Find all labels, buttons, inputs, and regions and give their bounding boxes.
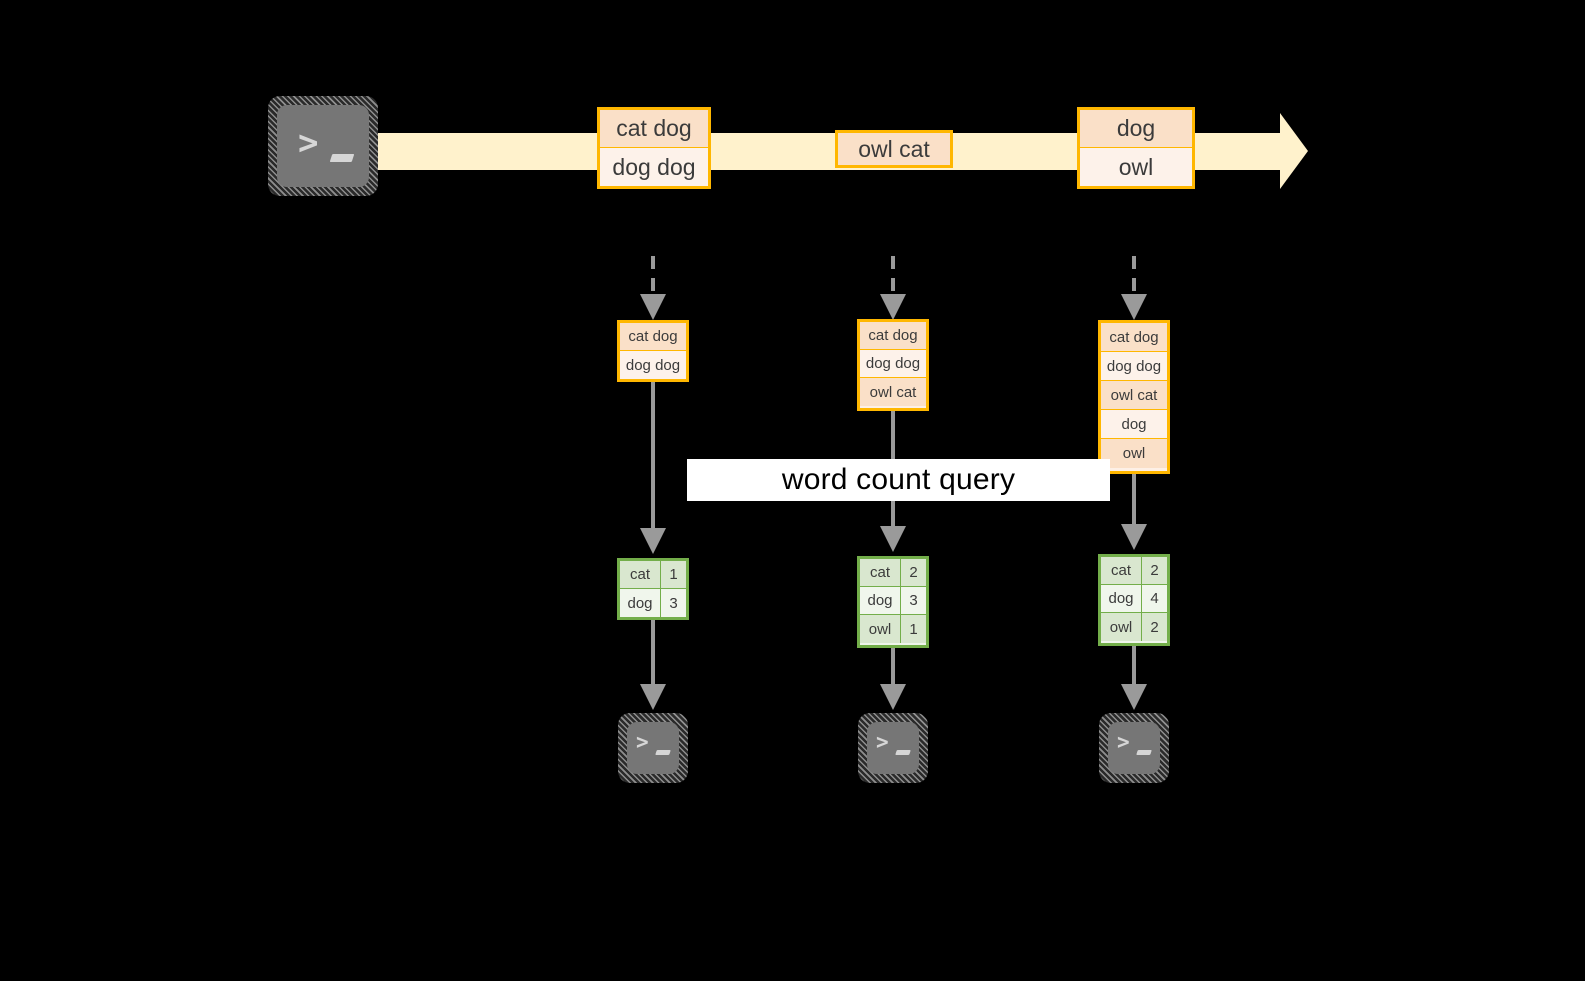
input-record: dog xyxy=(1101,410,1167,439)
input-record: dog dog xyxy=(1101,352,1167,381)
terminal-prompt-glyph: > xyxy=(876,730,889,754)
terminal-prompt-glyph: > xyxy=(1117,730,1130,754)
result-count: 2 xyxy=(909,564,918,581)
terminal-cursor-glyph xyxy=(329,154,355,162)
terminal-face xyxy=(627,722,679,774)
result-count: 1 xyxy=(909,620,918,638)
terminal-prompt-glyph: > xyxy=(636,730,649,754)
terminal-face xyxy=(1108,722,1160,774)
input-record: cat dog xyxy=(620,323,686,351)
result-word: dog xyxy=(620,589,661,617)
snapshot-3-input-arrow-head-icon xyxy=(1121,294,1147,320)
result-row: cat 1 xyxy=(620,561,686,589)
snapshot-1-query-line xyxy=(651,382,655,530)
result-word: dog xyxy=(860,587,901,614)
terminal-face xyxy=(277,105,369,187)
snapshot-1-input-dashed-line xyxy=(651,256,655,298)
snapshot-3-result-table: cat 2 dog 4 owl 2 xyxy=(1098,554,1170,646)
terminal-face xyxy=(867,722,919,774)
snapshot-3-sink-terminal-icon: > xyxy=(1099,713,1169,783)
result-count: 2 xyxy=(1150,618,1159,636)
result-count: 3 xyxy=(669,594,678,612)
snapshot-3-input-dashed-line xyxy=(1132,256,1136,298)
input-record: owl cat xyxy=(860,378,926,406)
input-record: owl xyxy=(1101,439,1167,468)
stream-record: cat dog xyxy=(600,110,708,148)
snapshot-2-sink-line xyxy=(891,648,895,686)
stream-record: owl cat xyxy=(838,133,950,165)
snapshot-3-sink-line xyxy=(1132,646,1136,686)
stream-record-group-2: owl cat xyxy=(835,130,953,168)
result-row: dog 4 xyxy=(1101,585,1167,613)
snapshot-2-input-table: cat dog dog dog owl cat xyxy=(857,319,929,411)
snapshot-2-input-dashed-line xyxy=(891,256,895,298)
result-count: 2 xyxy=(1150,562,1159,579)
snapshot-1-sink-terminal-icon: > xyxy=(618,713,688,783)
result-word: owl xyxy=(1101,613,1142,641)
result-row: dog 3 xyxy=(860,587,926,615)
snapshot-3-sink-arrow-head-icon xyxy=(1121,684,1147,710)
result-count: 3 xyxy=(909,592,918,609)
snapshot-3-query-line xyxy=(1132,474,1136,526)
stream-record-group-1: cat dog dog dog xyxy=(597,107,711,189)
source-terminal-icon: > xyxy=(268,96,378,196)
terminal-cursor-glyph xyxy=(655,750,671,755)
stream-record: dog dog xyxy=(600,148,708,186)
snapshot-3-query-arrow-head-icon xyxy=(1121,524,1147,550)
stream-record: dog xyxy=(1080,110,1192,148)
input-record: dog dog xyxy=(620,351,686,379)
snapshot-2-result-table: cat 2 dog 3 owl 1 xyxy=(857,556,929,648)
snapshot-1-sink-line xyxy=(651,620,655,686)
result-word: cat xyxy=(620,561,661,588)
result-word: owl xyxy=(860,615,901,643)
result-row: owl 2 xyxy=(1101,613,1167,641)
result-row: cat 2 xyxy=(1101,557,1167,585)
query-label: word count query xyxy=(687,459,1110,501)
input-record: cat dog xyxy=(1101,323,1167,352)
result-row: owl 1 xyxy=(860,615,926,643)
result-word: dog xyxy=(1101,585,1142,612)
input-record: dog dog xyxy=(860,350,926,378)
result-word: cat xyxy=(1101,557,1142,584)
input-record: owl cat xyxy=(1101,381,1167,410)
snapshot-1-sink-arrow-head-icon xyxy=(640,684,666,710)
result-count: 4 xyxy=(1150,590,1159,607)
snapshot-2-input-arrow-head-icon xyxy=(880,294,906,320)
snapshot-1-query-arrow-head-icon xyxy=(640,528,666,554)
snapshot-3-input-table: cat dog dog dog owl cat dog owl xyxy=(1098,320,1170,474)
terminal-cursor-glyph xyxy=(895,750,911,755)
result-row: cat 2 xyxy=(860,559,926,587)
snapshot-2-sink-terminal-icon: > xyxy=(858,713,928,783)
terminal-prompt-glyph: > xyxy=(298,123,319,163)
input-record: cat dog xyxy=(860,322,926,350)
result-word: cat xyxy=(860,559,901,586)
snapshot-2-query-arrow-head-icon xyxy=(880,526,906,552)
stream-arrow-head-icon xyxy=(1280,113,1308,189)
stream-record: owl xyxy=(1080,148,1192,186)
result-count: 1 xyxy=(669,566,678,583)
stream-record-group-3: dog owl xyxy=(1077,107,1195,189)
snapshot-2-sink-arrow-head-icon xyxy=(880,684,906,710)
terminal-cursor-glyph xyxy=(1136,750,1152,755)
snapshot-1-input-arrow-head-icon xyxy=(640,294,666,320)
result-row: dog 3 xyxy=(620,589,686,617)
snapshot-1-result-table: cat 1 dog 3 xyxy=(617,558,689,620)
snapshot-1-input-table: cat dog dog dog xyxy=(617,320,689,382)
